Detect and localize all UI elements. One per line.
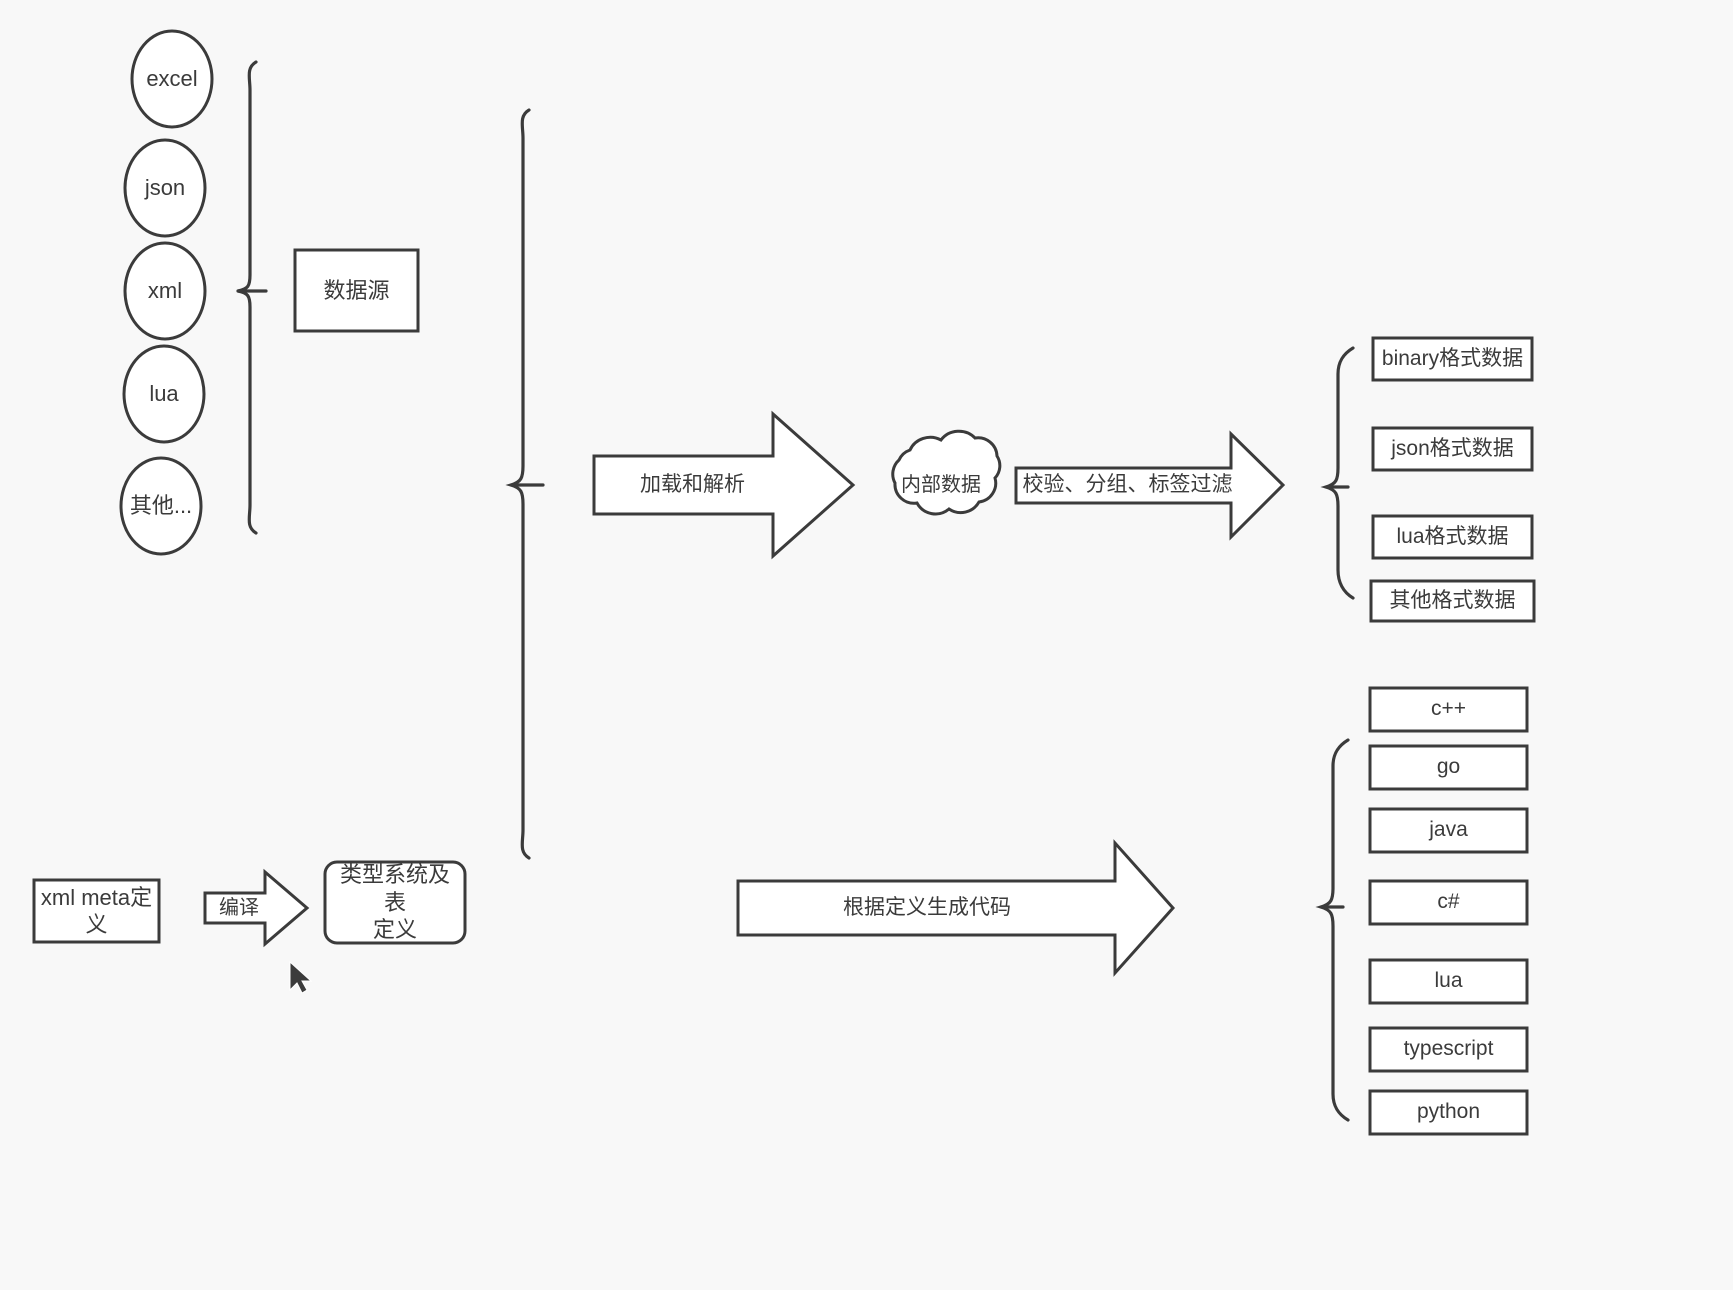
source-ellipse-lua[interactable] (122, 344, 206, 444)
brace-sources (237, 60, 258, 535)
output-box-lua[interactable] (1371, 514, 1534, 560)
source-ellipse-excel[interactable] (130, 29, 214, 129)
brace-data-formats (1320, 346, 1355, 600)
output-box-binary[interactable] (1371, 336, 1534, 382)
cloud-internal-data[interactable] (891, 429, 1002, 516)
lang-box-go[interactable] (1368, 744, 1529, 791)
source-ellipse-json[interactable] (123, 138, 207, 238)
arrow-load-parse[interactable] (592, 410, 856, 560)
output-box-json[interactable] (1371, 426, 1534, 472)
lang-box-typescript[interactable] (1368, 1026, 1529, 1073)
type-system-box[interactable] (323, 860, 467, 945)
output-box-other[interactable] (1369, 579, 1536, 623)
lang-box-lua[interactable] (1368, 958, 1529, 1005)
source-ellipse-other[interactable] (119, 456, 203, 556)
datasource-box[interactable] (293, 248, 420, 333)
lang-box-csharp[interactable] (1368, 879, 1529, 926)
mouse-cursor (289, 960, 313, 994)
lang-box-java[interactable] (1368, 807, 1529, 854)
arrow-generate-code[interactable] (736, 839, 1176, 977)
arrow-validate-group-filter[interactable] (1014, 430, 1286, 541)
lang-box-cpp[interactable] (1368, 686, 1529, 733)
arrow-compile[interactable] (203, 868, 310, 948)
lang-box-python[interactable] (1368, 1089, 1529, 1136)
xml-meta-box[interactable] (32, 878, 161, 944)
brace-languages (1315, 738, 1350, 1122)
source-ellipse-xml[interactable] (123, 241, 207, 341)
